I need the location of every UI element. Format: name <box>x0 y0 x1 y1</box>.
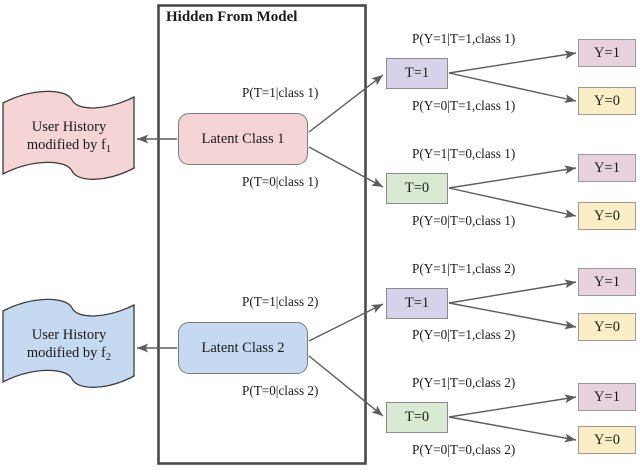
edge-label-c2-t0-y0: P(Y=0|T=0,class 2) <box>412 442 516 457</box>
user-history-flag-2 <box>2 298 135 388</box>
hidden-from-model-box <box>157 4 367 465</box>
edge-c2-t1-to-y0 <box>448 302 577 330</box>
flag2-line2: modified by f <box>26 345 106 362</box>
edge-c1-t1-to-y1 <box>448 50 577 74</box>
edge-label-c1-t0-y1: P(Y=1|T=0,class 1) <box>412 146 516 161</box>
edge-c1-t1-to-y0 <box>448 72 577 103</box>
outcome-node-c1-t1-y0[interactable]: Y=0 <box>578 87 636 115</box>
edge-class1-to-t0 <box>308 146 384 188</box>
edge-label-class2-t0: P(T=0|class 2) <box>242 383 319 398</box>
outcome-node-c1-t0-y1[interactable]: Y=1 <box>578 154 636 182</box>
edge-label-c1-t1-y0: P(Y=0|T=1,class 1) <box>412 98 516 113</box>
hidden-from-model-title: Hidden From Model <box>166 9 298 25</box>
treatment-node-c2-t1[interactable]: T=1 <box>386 288 448 319</box>
edge-c1-t0-to-y0 <box>448 187 577 218</box>
edge-label-class2-t1: P(T=1|class 2) <box>242 294 319 309</box>
flag2-line1: User History <box>31 327 107 343</box>
user-history-flag-1 <box>2 90 135 180</box>
edge-c2-t0-to-y1 <box>448 394 577 418</box>
edge-label-c2-t1-y0: P(Y=0|T=1,class 2) <box>412 327 516 342</box>
outcome-node-c2-t0-y1[interactable]: Y=1 <box>578 383 636 411</box>
edge-label-c1-t1-y1: P(Y=1|T=1,class 1) <box>412 31 516 46</box>
outcome-node-c1-t0-y0[interactable]: Y=0 <box>578 202 636 230</box>
edge-label-c2-t0-y1: P(Y=1|T=0,class 2) <box>412 375 516 390</box>
edge-c2-t0-to-y0 <box>448 416 577 443</box>
latent-class-1-node[interactable]: Latent Class 1 <box>178 113 308 165</box>
edge-label-class1-t0: P(T=0|class 1) <box>242 174 319 189</box>
flag1-subscript: 1 <box>105 144 112 156</box>
outcome-node-c2-t1-y1[interactable]: Y=1 <box>578 268 636 296</box>
edge-label-class1-t1: P(T=1|class 1) <box>242 85 319 100</box>
treatment-node-c1-t0[interactable]: T=0 <box>386 173 448 204</box>
flag1-line1: User History <box>31 119 107 135</box>
user-history-flag-2-label: User History modified by f2 <box>6 326 132 364</box>
outcome-node-c2-t1-y0[interactable]: Y=0 <box>578 313 636 341</box>
outcome-node-c1-t1-y1[interactable]: Y=1 <box>578 39 636 67</box>
user-history-flag-1-label: User History modified by f1 <box>6 118 132 156</box>
flag1-line2: modified by f <box>26 137 106 154</box>
outcome-node-c2-t0-y0[interactable]: Y=0 <box>578 426 636 454</box>
edge-label-c2-t1-y1: P(Y=1|T=1,class 2) <box>412 261 516 276</box>
edge-class1-to-t1 <box>308 74 384 133</box>
latent-class-2-node[interactable]: Latent Class 2 <box>178 322 308 374</box>
edge-c1-t0-to-y1 <box>448 165 577 189</box>
treatment-node-c2-t0[interactable]: T=0 <box>386 402 448 433</box>
edge-class2-to-t0 <box>308 355 384 417</box>
edge-c2-t1-to-y1 <box>448 279 577 304</box>
edge-label-c1-t0-y0: P(Y=0|T=0,class 1) <box>412 213 516 228</box>
treatment-node-c1-t1[interactable]: T=1 <box>386 58 448 89</box>
edge-class2-to-t1 <box>308 303 384 342</box>
flag2-subscript: 2 <box>105 352 112 364</box>
